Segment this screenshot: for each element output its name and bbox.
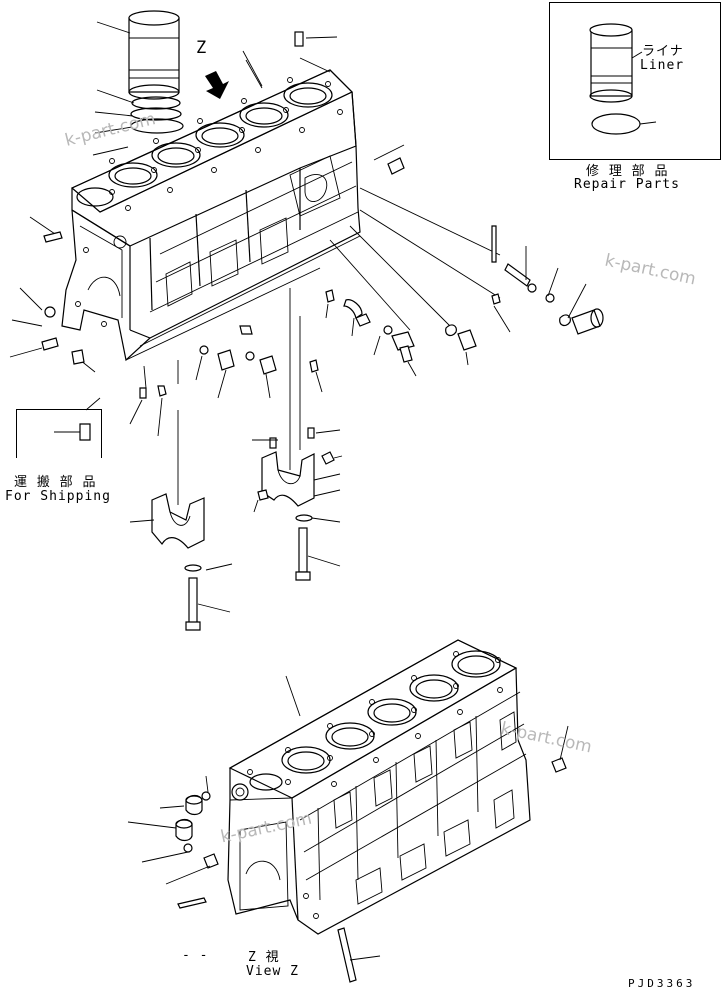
shipping-parts-box — [16, 409, 102, 458]
leader-lines-upper — [9, 21, 405, 373]
view-arrow-letter: Z — [196, 38, 208, 58]
liner-label-en: Liner — [640, 58, 685, 73]
cylinder-block-upper — [61, 69, 361, 362]
liner-label-jp: ライナ — [642, 44, 684, 59]
view-z-dash-marks: - - — [182, 948, 209, 963]
main-bearing-cap-right — [252, 427, 343, 581]
repair-parts-title-jp: 修 理 部 品 — [586, 164, 669, 179]
shipping-bolt — [54, 397, 101, 441]
view-arrow-z — [205, 71, 229, 99]
repair-parts-box — [549, 2, 721, 160]
front-small-parts — [41, 231, 85, 365]
shipping-title-jp: 運 搬 部 品 — [14, 475, 97, 490]
view-z-label-jp: Z 視 — [248, 950, 280, 965]
cylinder-block-lower — [227, 639, 531, 935]
dowel-pin-top — [294, 31, 304, 47]
shipping-title-en: For Shipping — [5, 489, 111, 504]
leader-lines-right — [245, 59, 263, 89]
drawing-code: PJD3363 — [628, 977, 696, 990]
repair-parts-title-en: Repair Parts — [574, 177, 680, 192]
front-lower-parts — [129, 288, 323, 505]
plug-right — [387, 157, 405, 175]
cylinder-liner-top — [128, 10, 180, 100]
lower-block-parts — [127, 675, 569, 983]
main-bearing-cap-left — [129, 493, 233, 631]
view-z-label-en: View Z — [246, 964, 299, 979]
liner-o-rings-top — [130, 96, 184, 134]
right-side-parts — [325, 187, 604, 377]
repair-liner-drawing — [589, 23, 657, 135]
